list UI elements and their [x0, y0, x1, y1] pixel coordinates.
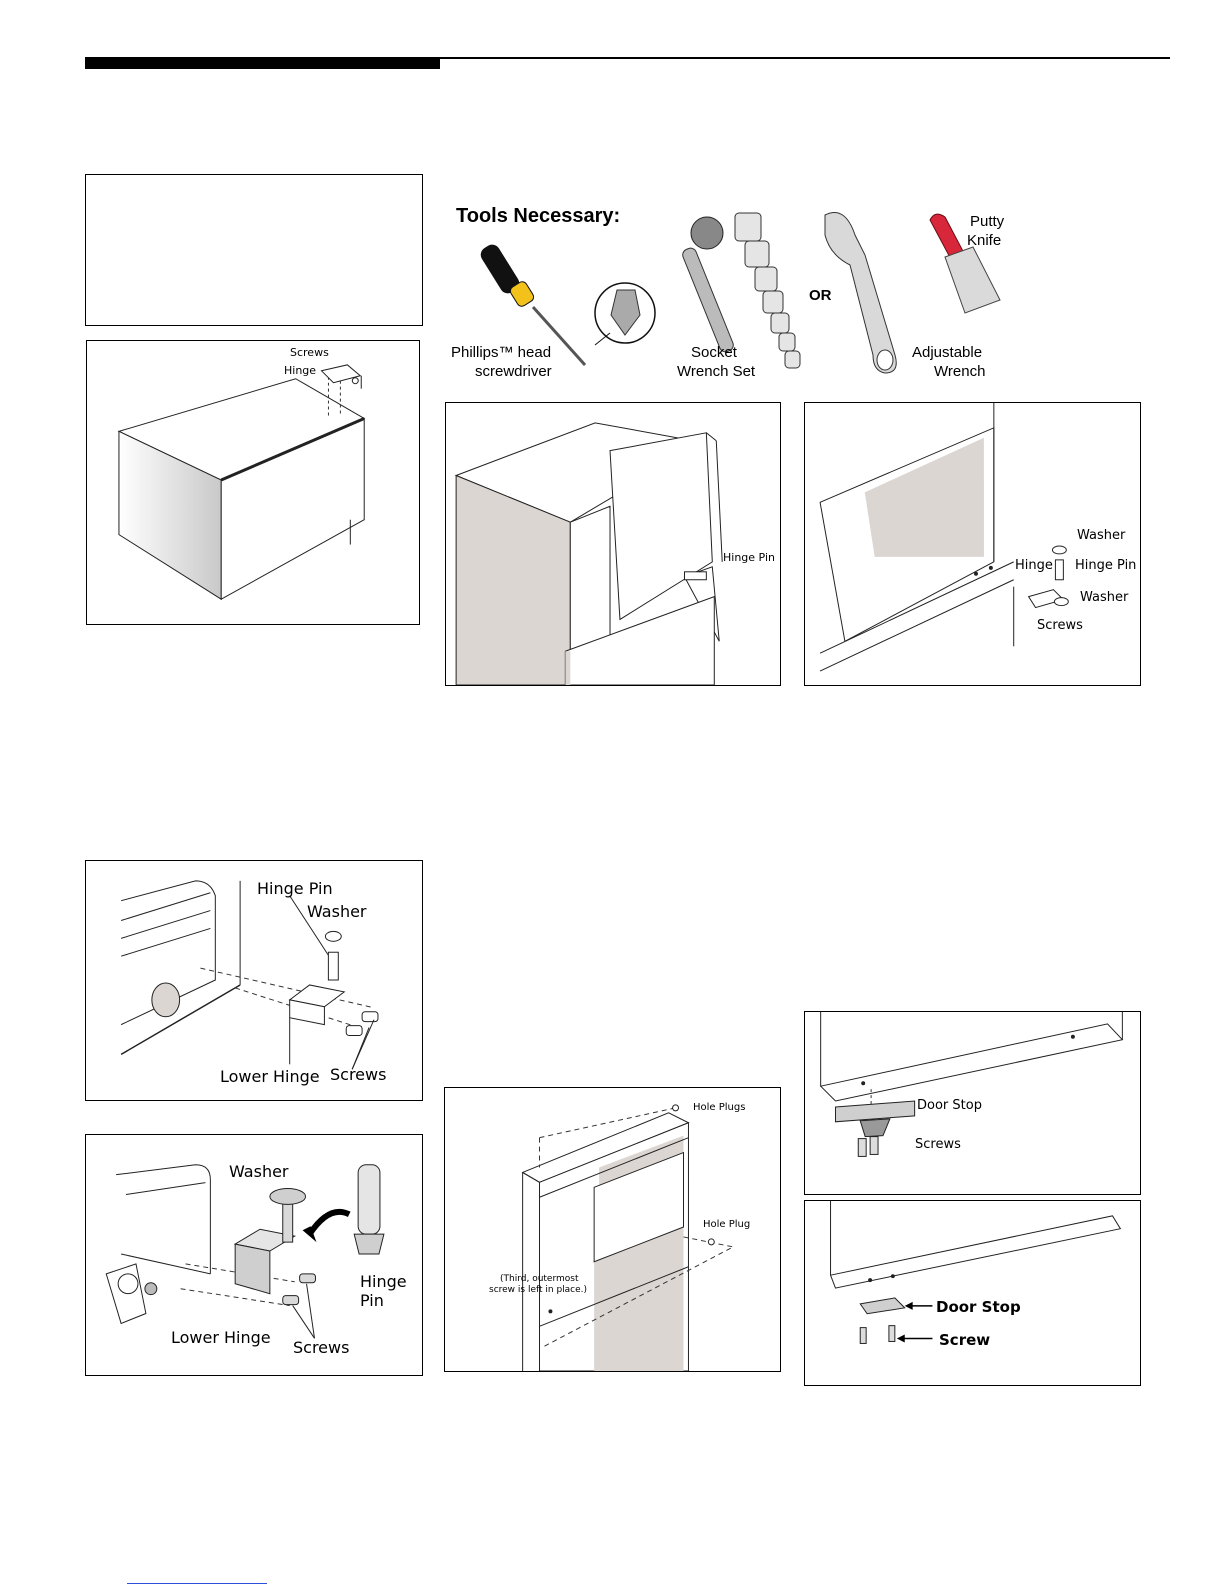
washer-label: Washer [307, 902, 367, 921]
figure-door-stop-2: Door Stop Screw [804, 1200, 1141, 1386]
washer-label: Washer [229, 1162, 289, 1181]
screws-label: Screws [293, 1338, 350, 1357]
hinge-label: Hinge [284, 364, 317, 377]
hole-plug-label: Hole Plug [703, 1219, 751, 1230]
hinge-label: Hinge [1015, 558, 1053, 573]
putty-label-2: Knife [967, 232, 1002, 249]
header-rule-thin [440, 57, 1170, 59]
screws-label: Screws [330, 1065, 387, 1084]
footer-link-underline[interactable] [127, 1583, 267, 1584]
socket-label-2: Wrench Set [677, 363, 756, 380]
hinge-pin-label: Hinge Pin [1075, 558, 1137, 573]
blank-notice-box [85, 174, 423, 326]
putty-knife-icon [929, 213, 1001, 314]
figure-hole-plugs: Hole Plugs Hole Plug (Third, outermost s… [444, 1087, 781, 1372]
adjustable-label-2: Wrench [934, 363, 986, 380]
washer-bottom-label: Washer [1080, 590, 1129, 605]
hole-plugs-label: Hole Plugs [693, 1102, 746, 1113]
socket-label-1: Socket [691, 344, 737, 361]
adjustable-wrench-icon [824, 212, 897, 374]
figure-lower-hinge-1: Hinge Pin Washer Lower Hinge Screws [85, 860, 423, 1101]
third-screw-note-1: (Third, outermost [500, 1274, 579, 1284]
door-stop-label: Door Stop [936, 1298, 1021, 1316]
screwdriver-label-1: Phillips™ head [451, 344, 552, 361]
socket-wrench-set-icon [682, 212, 801, 369]
lower-hinge-label: Lower Hinge [220, 1067, 320, 1086]
figure-door-stop-1: Door Stop Screws [804, 1011, 1141, 1195]
tools-illustration [480, 212, 1001, 374]
screw-label: Screw [939, 1331, 991, 1349]
putty-label-1: Putty [970, 213, 1005, 230]
header-bar-thick [85, 57, 440, 69]
screwdriver-icon [480, 244, 656, 367]
lower-hinge-label: Lower Hinge [171, 1328, 271, 1347]
screwdriver-label-2: screwdriver [475, 363, 552, 380]
hinge-pin-label-1: Hinge [360, 1272, 407, 1291]
third-screw-note-2: screw is left in place.) [489, 1285, 588, 1295]
tools-section: Tools Necessary: [445, 195, 1175, 390]
figure-door-open: Hinge Pin [445, 402, 781, 686]
door-stop-label: Door Stop [917, 1098, 982, 1113]
hinge-pin-label: Hinge Pin [257, 879, 333, 898]
figure-lower-hinge-2: Washer Hinge Pin Lower Hinge Screws [85, 1134, 423, 1376]
screws-label: Screws [915, 1137, 961, 1152]
hinge-pin-label: Hinge Pin [723, 551, 775, 564]
hinge-pin-label-2: Pin [360, 1291, 384, 1310]
washer-top-label: Washer [1077, 528, 1126, 543]
or-label: OR [809, 287, 832, 304]
screws-label: Screws [290, 346, 329, 359]
tools-heading: Tools Necessary: [456, 205, 621, 227]
figure-top-hinge: Screws Hinge [86, 340, 420, 625]
figure-hinge-detail: Washer Hinge Hinge Pin Washer Screws [804, 402, 1141, 686]
screws-label: Screws [1037, 618, 1083, 633]
adjustable-label-1: Adjustable [912, 344, 983, 361]
